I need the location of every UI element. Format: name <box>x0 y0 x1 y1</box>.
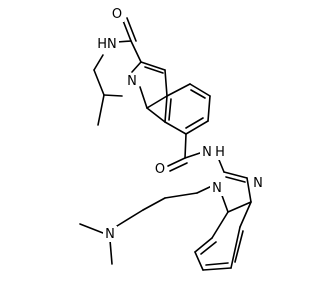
bond <box>164 69 168 97</box>
bond <box>116 40 132 43</box>
bond <box>234 230 244 263</box>
bond <box>246 177 252 203</box>
carbonyl-oxygen-label: O <box>155 162 165 177</box>
bond <box>140 61 166 71</box>
bond <box>79 223 104 234</box>
bond <box>227 201 252 213</box>
bond <box>202 267 232 271</box>
ring-amide-nh-label: HN <box>97 37 117 52</box>
bond <box>144 66 164 74</box>
bond <box>194 237 213 253</box>
bond <box>168 98 172 121</box>
bond <box>109 239 113 265</box>
bond <box>185 120 209 135</box>
bond <box>164 121 187 135</box>
bond <box>146 107 166 123</box>
bond <box>194 251 204 271</box>
bond <box>185 117 204 129</box>
bond <box>200 241 217 255</box>
bond <box>190 89 206 99</box>
bond <box>142 197 166 211</box>
benzimidazole-n1-label: N <box>212 181 222 196</box>
bond <box>164 95 168 123</box>
chain-amide-hydrogen-label: H <box>215 145 225 160</box>
bonds-layer <box>79 17 252 271</box>
bond <box>223 171 248 179</box>
chain-amide-nitrogen-label: N <box>202 145 212 160</box>
bond <box>230 226 241 269</box>
bond <box>146 95 168 109</box>
bond <box>207 95 211 122</box>
bond <box>93 54 104 71</box>
bond <box>97 94 105 126</box>
bond <box>93 69 105 96</box>
bond <box>126 17 137 42</box>
bond <box>169 162 188 172</box>
dimethylamino-nitrogen-label: N <box>105 227 115 242</box>
benzimidazole-n3-label: N <box>253 176 263 191</box>
bond <box>131 61 142 73</box>
bond <box>164 192 198 199</box>
bond <box>139 86 148 109</box>
indole-nitrogen-label: N <box>127 74 137 89</box>
atom-labels-layer: O HN N O N H N N N <box>95 6 266 242</box>
lactam-oxygen-label: O <box>112 7 122 22</box>
bond <box>189 83 211 97</box>
bond <box>130 40 142 63</box>
bond <box>205 262 229 266</box>
chemical-structure-diagram: O HN N O N H N N N <box>79 6 266 271</box>
bond <box>184 133 187 159</box>
bond <box>103 94 123 97</box>
bond <box>167 157 186 167</box>
bond <box>225 176 246 183</box>
bond <box>211 211 229 239</box>
bond <box>116 209 144 227</box>
bond <box>239 201 252 228</box>
bond <box>166 83 191 97</box>
